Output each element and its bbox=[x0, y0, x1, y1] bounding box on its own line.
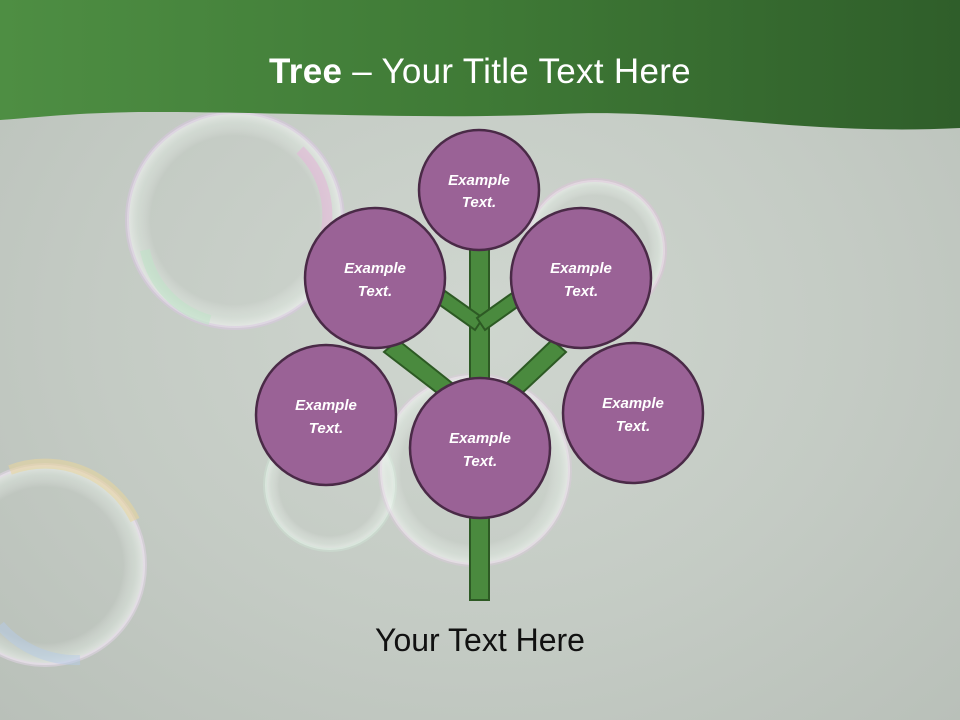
node-label-line2: Text. bbox=[462, 194, 496, 211]
node-label-line2: Text. bbox=[564, 283, 598, 300]
node-label-line1: Example bbox=[344, 260, 406, 277]
tree-node-lower-right: Example Text. bbox=[561, 341, 705, 485]
slide-title: Tree – Your Title Text Here bbox=[0, 52, 960, 92]
node-label-line2: Text. bbox=[358, 283, 392, 300]
node-label-line1: Example bbox=[448, 172, 510, 189]
title-dash: – bbox=[342, 52, 382, 91]
node-label-line1: Example bbox=[295, 397, 357, 414]
branch-lower-left bbox=[382, 338, 454, 397]
footer-text: Your Text Here bbox=[375, 622, 585, 658]
node-label-line2: Text. bbox=[309, 420, 343, 437]
tree-node-lower-left: Example Text. bbox=[254, 343, 398, 487]
node-label-line1: Example bbox=[550, 260, 612, 277]
node-label-line2: Text. bbox=[463, 453, 497, 470]
tree-node-upper-right: Example Text. bbox=[509, 206, 653, 350]
tree-node-upper-left: Example Text. bbox=[303, 206, 447, 350]
node-label-line1: Example bbox=[602, 395, 664, 412]
title-bold-word: Tree bbox=[269, 52, 343, 91]
node-label-line1: Example bbox=[449, 430, 511, 447]
tree-node-center: Example Text. bbox=[408, 376, 552, 520]
title-rest: Your Title Text Here bbox=[381, 52, 691, 91]
node-label-line2: Text. bbox=[616, 418, 650, 435]
tree-node-top: Example Text. bbox=[417, 128, 541, 252]
trunk-lower bbox=[469, 514, 490, 601]
header-band bbox=[0, 0, 960, 130]
bubble-decoration bbox=[0, 458, 147, 667]
